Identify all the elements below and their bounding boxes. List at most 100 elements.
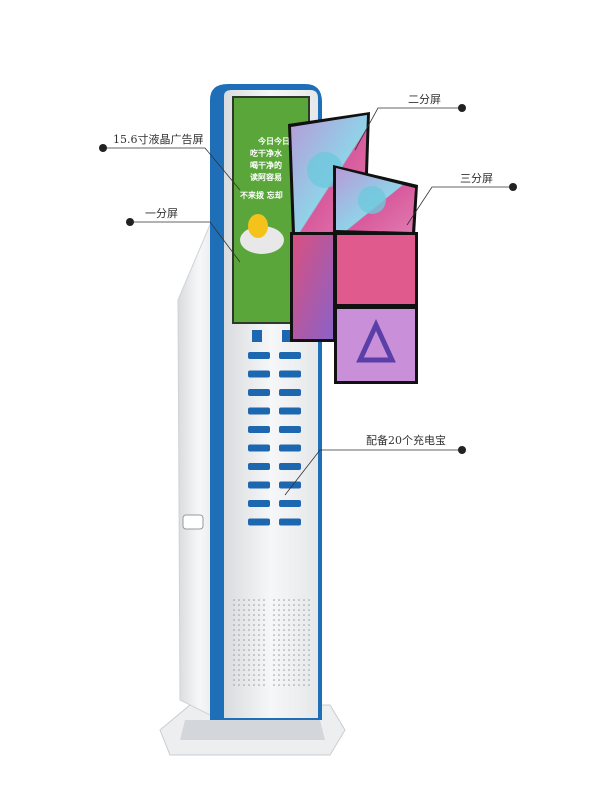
grille-hole [293,624,295,626]
grille-hole [243,664,245,666]
grille-hole [238,644,240,646]
power-bank-slot[interactable] [279,407,301,415]
grille-hole [263,649,265,651]
grille-hole [288,629,290,631]
grille-hole [298,604,300,606]
grille-hole [273,669,275,671]
grille-hole [283,679,285,681]
callout-three-split: 三分屏 [406,172,517,226]
power-bank-slot[interactable] [279,463,301,470]
grille-hole [238,634,240,636]
speaker-grille [233,599,310,686]
power-bank-slot[interactable] [248,426,270,433]
grille-hole [238,664,240,666]
power-bank-slot[interactable] [279,500,301,507]
grille-hole [258,619,260,621]
grille-hole [238,674,240,676]
callout-one-split: 一分屏 [126,207,241,263]
grille-hole [253,674,255,676]
grille-hole [303,684,305,686]
grille-hole [238,684,240,686]
grille-hole [233,679,235,681]
grille-hole [273,599,275,601]
grille-hole [278,669,280,671]
grille-hole [243,629,245,631]
grille-hole [233,604,235,606]
power-bank-slot[interactable] [248,352,270,359]
power-bank-slot[interactable] [248,444,270,452]
grille-hole [243,634,245,636]
power-bank-slot[interactable] [279,370,301,378]
grille-hole [238,669,240,671]
power-bank-slot[interactable] [279,518,301,526]
power-bank-slot[interactable] [248,500,270,507]
grille-hole [248,669,250,671]
grille-hole [273,674,275,676]
ad-lemon-image [248,214,268,238]
power-bank-slot[interactable] [279,426,301,433]
grille-hole [298,644,300,646]
grille-hole [253,659,255,661]
grille-hole [278,664,280,666]
power-bank-slot[interactable] [248,370,270,378]
grille-hole [303,624,305,626]
power-bank-slot[interactable] [248,481,270,489]
power-bank-slot[interactable] [279,481,301,489]
power-bank-slot[interactable] [279,444,301,452]
grille-hole [298,624,300,626]
grille-hole [273,664,275,666]
power-bank-slot[interactable] [248,407,270,415]
grille-hole [263,634,265,636]
grille-hole [288,634,290,636]
grille-hole [283,674,285,676]
grille-hole [253,669,255,671]
grille-hole [253,629,255,631]
split-screen-three [290,165,418,384]
power-bank-slot[interactable] [248,518,270,526]
grille-hole [283,609,285,611]
grille-hole [288,674,290,676]
grille-hole [303,614,305,616]
grille-hole [288,609,290,611]
grille-hole [263,679,265,681]
power-bank-slot[interactable] [279,389,301,396]
indicator-light [252,330,262,342]
grille-hole [253,619,255,621]
callout-label: 二分屏 [408,93,441,106]
grille-hole [303,654,305,656]
grille-hole [273,639,275,641]
grille-hole [233,639,235,641]
grille-hole [258,644,260,646]
power-bank-slot[interactable] [248,389,270,396]
grille-hole [283,624,285,626]
grille-hole [233,619,235,621]
grille-hole [293,599,295,601]
grille-hole [233,654,235,656]
grille-hole [253,644,255,646]
grille-hole [253,639,255,641]
power-bank-slot[interactable] [279,352,301,359]
grille-hole [298,684,300,686]
grille-hole [273,649,275,651]
grille-hole [303,599,305,601]
grille-hole [278,609,280,611]
grille-hole [238,654,240,656]
grille-hole [278,674,280,676]
grille-hole [248,679,250,681]
grille-hole [233,644,235,646]
power-bank-slot[interactable] [248,463,270,470]
grille-hole [273,644,275,646]
grille-hole [273,609,275,611]
grille-hole [278,624,280,626]
callout-two-split: 二分屏 [354,93,466,151]
grille-hole [263,644,265,646]
grille-hole [233,649,235,651]
grille-hole [288,664,290,666]
grille-hole [263,614,265,616]
grille-hole [288,639,290,641]
grille-hole [243,624,245,626]
grille-hole [263,599,265,601]
grille-hole [248,619,250,621]
grille-hole [288,604,290,606]
grille-hole [248,644,250,646]
